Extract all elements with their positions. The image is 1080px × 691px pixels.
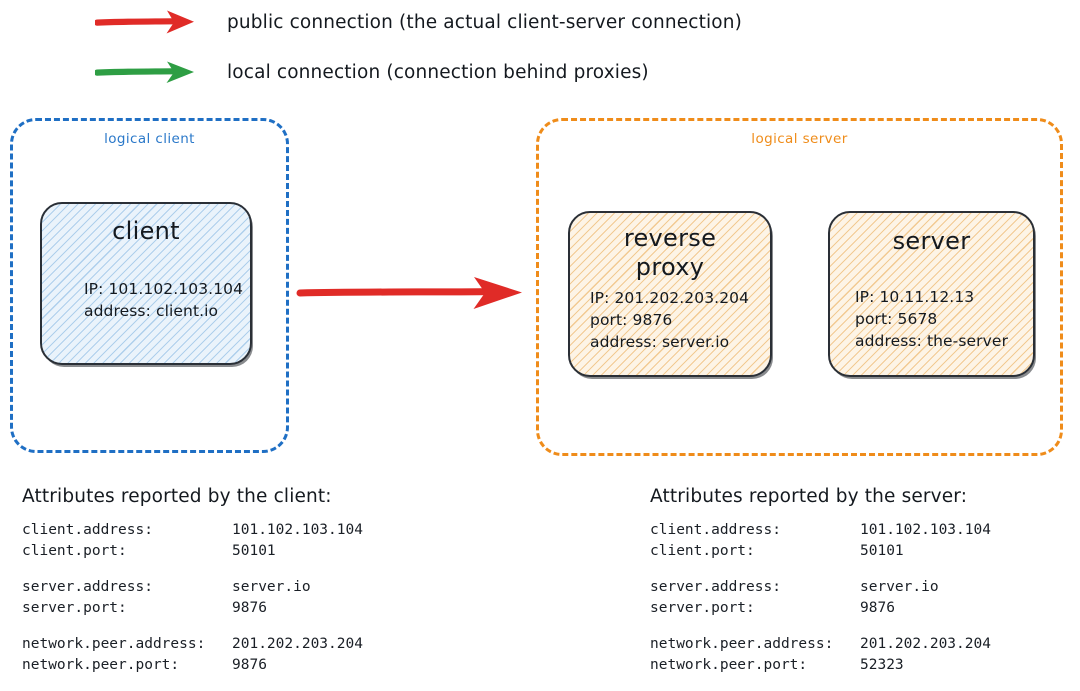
attr-key: client.port: [650,543,755,560]
attr-row: network.peer.address: 201.202.203.204 [650,634,991,655]
attr-value: 52323 [860,657,904,674]
node-server-attr-address: address: the-server [855,332,1009,351]
attr-group: client.address: 101.102.103.104 client.p… [650,520,991,563]
attr-key: server.port: [650,600,755,617]
attr-value: 101.102.103.104 [860,522,991,538]
node-server-attr-ip: IP: 10.11.12.13 [855,288,975,307]
red-right-arrow-icon [95,10,194,34]
node-server: server IP: 10.11.12.13 port: 5678 addres… [828,211,1035,377]
attr-value: 9876 [232,657,267,674]
public-connection-arrow [296,277,522,309]
attr-row: client.port: 50101 [22,541,363,562]
attr-group: network.peer.address: 201.202.203.204 ne… [22,634,363,677]
attr-key: server.address: [22,578,153,595]
attr-row: server.address: server.io [650,577,991,598]
node-reverse-proxy-attrs: IP: 201.202.203.204 port: 9876 address: … [570,287,770,353]
attr-row: client.port: 50101 [650,541,991,562]
node-server-title: server [892,227,971,255]
attr-value: server.io [232,578,311,595]
node-reverse-proxy-attr-ip: IP: 201.202.203.204 [590,288,750,307]
client-hatch-pattern [42,204,250,363]
attributes-panel-client: Attributes reported by the client: clien… [22,486,363,677]
node-reverse-proxy-title: reverse proxy [570,224,770,283]
node-reverse-proxy-title-line1: reverse [623,224,717,252]
attributes-server-table: client.address: 101.102.103.104 client.p… [650,520,991,677]
attr-group: server.address: server.io server.port: 9… [22,577,363,620]
attr-key: network.peer.address: [650,635,834,652]
green-right-arrow-icon [95,61,194,83]
node-server-attr-port: port: 5678 [855,310,938,329]
attr-value: 50101 [860,543,904,560]
legend-item-local-connection: local connection (connection behind prox… [95,58,649,86]
attributes-client-heading: Attributes reported by the client: [22,486,332,507]
attr-key: server.address: [650,578,781,595]
node-client-attr-ip: IP: 101.102.103.104 [84,280,244,299]
reverse-proxy-hatch-pattern [570,213,770,375]
attributes-server-heading: Attributes reported by the server: [650,486,968,507]
attr-value: 101.102.103.104 [232,522,363,538]
attr-key: network.peer.port: [22,657,180,674]
attributes-panel-server: Attributes reported by the server: clien… [650,486,991,677]
attr-row: client.address: 101.102.103.104 [650,520,991,541]
attr-key: client.address: [22,522,153,538]
attr-value: 50101 [232,543,276,560]
node-reverse-proxy-attr-address: address: server.io [590,332,730,351]
node-server-attrs: IP: 10.11.12.13 port: 5678 address: the-… [830,286,1033,352]
attr-value: 201.202.203.204 [860,635,991,652]
node-reverse-proxy-title-line2: proxy [635,253,705,282]
logical-server-label: logical server [751,131,848,147]
attr-key: network.peer.port: [650,657,808,674]
attr-value: 201.202.203.204 [232,635,363,652]
attr-key: client.port: [22,543,127,560]
node-client-attr-address: address: client.io [84,302,219,321]
attr-group: network.peer.address: 201.202.203.204 ne… [650,634,991,677]
logical-client-label: logical client [104,131,195,147]
attr-group: server.address: server.io server.port: 9… [650,577,991,620]
attr-value: 9876 [232,600,267,617]
legend-item-public-connection: public connection (the actual client-ser… [95,8,742,36]
attr-row: network.peer.address: 201.202.203.204 [22,634,363,655]
logical-server-group: logical server [536,118,1063,456]
node-client-title: client [112,217,180,245]
attr-key: network.peer.address: [22,635,206,652]
attributes-client-table: client.address: 101.102.103.104 client.p… [22,520,363,677]
attr-row: network.peer.port: 9876 [22,655,363,676]
node-client-attrs: IP: 101.102.103.104 address: client.io [42,278,250,322]
attr-row: server.port: 9876 [22,598,363,619]
attr-value: server.io [860,578,939,595]
attr-row: client.address: 101.102.103.104 [22,520,363,541]
node-client: client IP: 101.102.103.104 address: clie… [40,202,252,365]
server-hatch-pattern [830,213,1033,375]
attr-value: 9876 [860,600,895,617]
attr-key: server.port: [22,600,127,617]
logical-client-group: logical client [10,118,289,453]
node-reverse-proxy: reverse proxy IP: 201.202.203.204 port: … [568,211,772,377]
attr-row: server.port: 9876 [650,598,991,619]
legend-label-public-connection: public connection (the actual client-ser… [227,11,742,33]
attr-row: network.peer.port: 52323 [650,655,991,676]
node-reverse-proxy-attr-port: port: 9876 [590,310,673,329]
attr-row: server.address: server.io [22,577,363,598]
attr-group: client.address: 101.102.103.104 client.p… [22,520,363,563]
legend-label-local-connection: local connection (connection behind prox… [227,61,649,83]
attr-key: client.address: [650,522,781,538]
